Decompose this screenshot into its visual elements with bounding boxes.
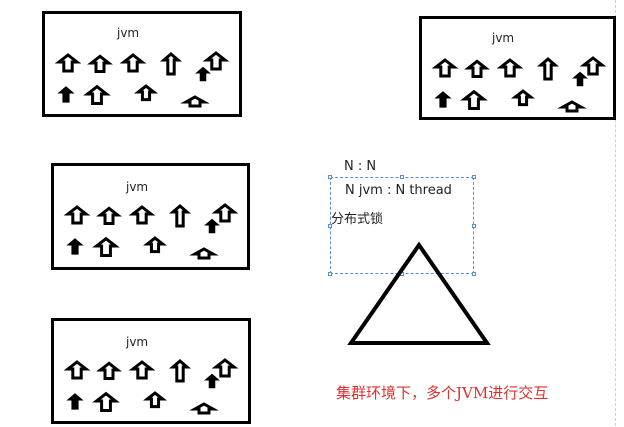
up-arrow-icon bbox=[431, 58, 459, 78]
up-arrow-icon bbox=[142, 236, 168, 254]
up-arrow-icon bbox=[92, 236, 120, 257]
up-arrow-icon bbox=[66, 238, 84, 255]
resize-handle[interactable] bbox=[328, 224, 332, 228]
up-arrow-icon bbox=[63, 360, 91, 380]
up-arrow-icon bbox=[128, 205, 156, 225]
up-arrow-icon bbox=[142, 391, 168, 409]
up-arrow-icon bbox=[54, 53, 82, 73]
jvm-box-2: jvm bbox=[419, 16, 616, 120]
arrow-group bbox=[63, 203, 239, 260]
up-arrow-icon bbox=[180, 95, 210, 108]
up-arrow-icon bbox=[83, 84, 111, 105]
up-arrow-icon bbox=[434, 91, 452, 108]
ratio-note: N : N bbox=[344, 159, 377, 174]
up-arrow-icon bbox=[572, 71, 588, 87]
up-arrow-icon bbox=[63, 205, 91, 225]
up-arrow-icon bbox=[66, 393, 84, 410]
up-arrow-icon bbox=[87, 54, 113, 74]
up-arrow-icon bbox=[195, 66, 211, 82]
up-arrow-icon bbox=[128, 360, 156, 380]
up-arrow-icon bbox=[159, 52, 183, 76]
jvm-label: jvm bbox=[117, 26, 140, 40]
up-arrow-icon bbox=[204, 218, 220, 234]
distributed-lock-note: 分布式锁 bbox=[331, 212, 384, 227]
triangle-icon bbox=[347, 241, 491, 345]
arrow-group bbox=[431, 56, 607, 113]
resize-handle[interactable] bbox=[472, 272, 476, 276]
up-arrow-icon bbox=[211, 203, 239, 223]
caption: 集群环境下，多个JVM进行交互 bbox=[336, 384, 549, 402]
jvm-label: jvm bbox=[126, 335, 149, 349]
up-arrow-icon bbox=[57, 86, 75, 103]
up-arrow-icon bbox=[96, 361, 122, 381]
up-arrow-icon bbox=[464, 59, 490, 79]
resize-handle[interactable] bbox=[328, 272, 332, 276]
up-arrow-icon bbox=[168, 359, 192, 383]
arrow-group bbox=[63, 358, 239, 415]
up-arrow-icon bbox=[579, 56, 607, 76]
up-arrow-icon bbox=[202, 51, 230, 71]
up-arrow-icon bbox=[133, 84, 159, 102]
up-arrow-icon bbox=[204, 373, 220, 389]
up-arrow-icon bbox=[96, 206, 122, 226]
jvm-label: jvm bbox=[492, 31, 515, 45]
arrow-group bbox=[54, 51, 230, 108]
jvm-box-3: jvm bbox=[51, 163, 250, 270]
up-arrow-icon bbox=[536, 57, 560, 81]
up-arrow-icon bbox=[168, 204, 192, 228]
resize-handle[interactable] bbox=[400, 175, 404, 179]
jvm-thread-note: N jvm : N thread bbox=[345, 183, 452, 198]
resize-handle[interactable] bbox=[472, 224, 476, 228]
up-arrow-icon bbox=[189, 402, 219, 415]
up-arrow-icon bbox=[496, 58, 524, 78]
up-arrow-icon bbox=[189, 247, 219, 260]
jvm-box-1: jvm bbox=[42, 11, 242, 117]
up-arrow-icon bbox=[119, 53, 147, 73]
up-arrow-icon bbox=[460, 89, 488, 110]
up-arrow-icon bbox=[510, 89, 536, 107]
up-arrow-icon bbox=[92, 391, 120, 412]
up-arrow-icon bbox=[557, 100, 587, 113]
jvm-box-4: jvm bbox=[51, 318, 251, 424]
jvm-label: jvm bbox=[126, 180, 149, 194]
resize-handle[interactable] bbox=[472, 175, 476, 179]
resize-handle[interactable] bbox=[328, 175, 332, 179]
up-arrow-icon bbox=[211, 358, 239, 378]
